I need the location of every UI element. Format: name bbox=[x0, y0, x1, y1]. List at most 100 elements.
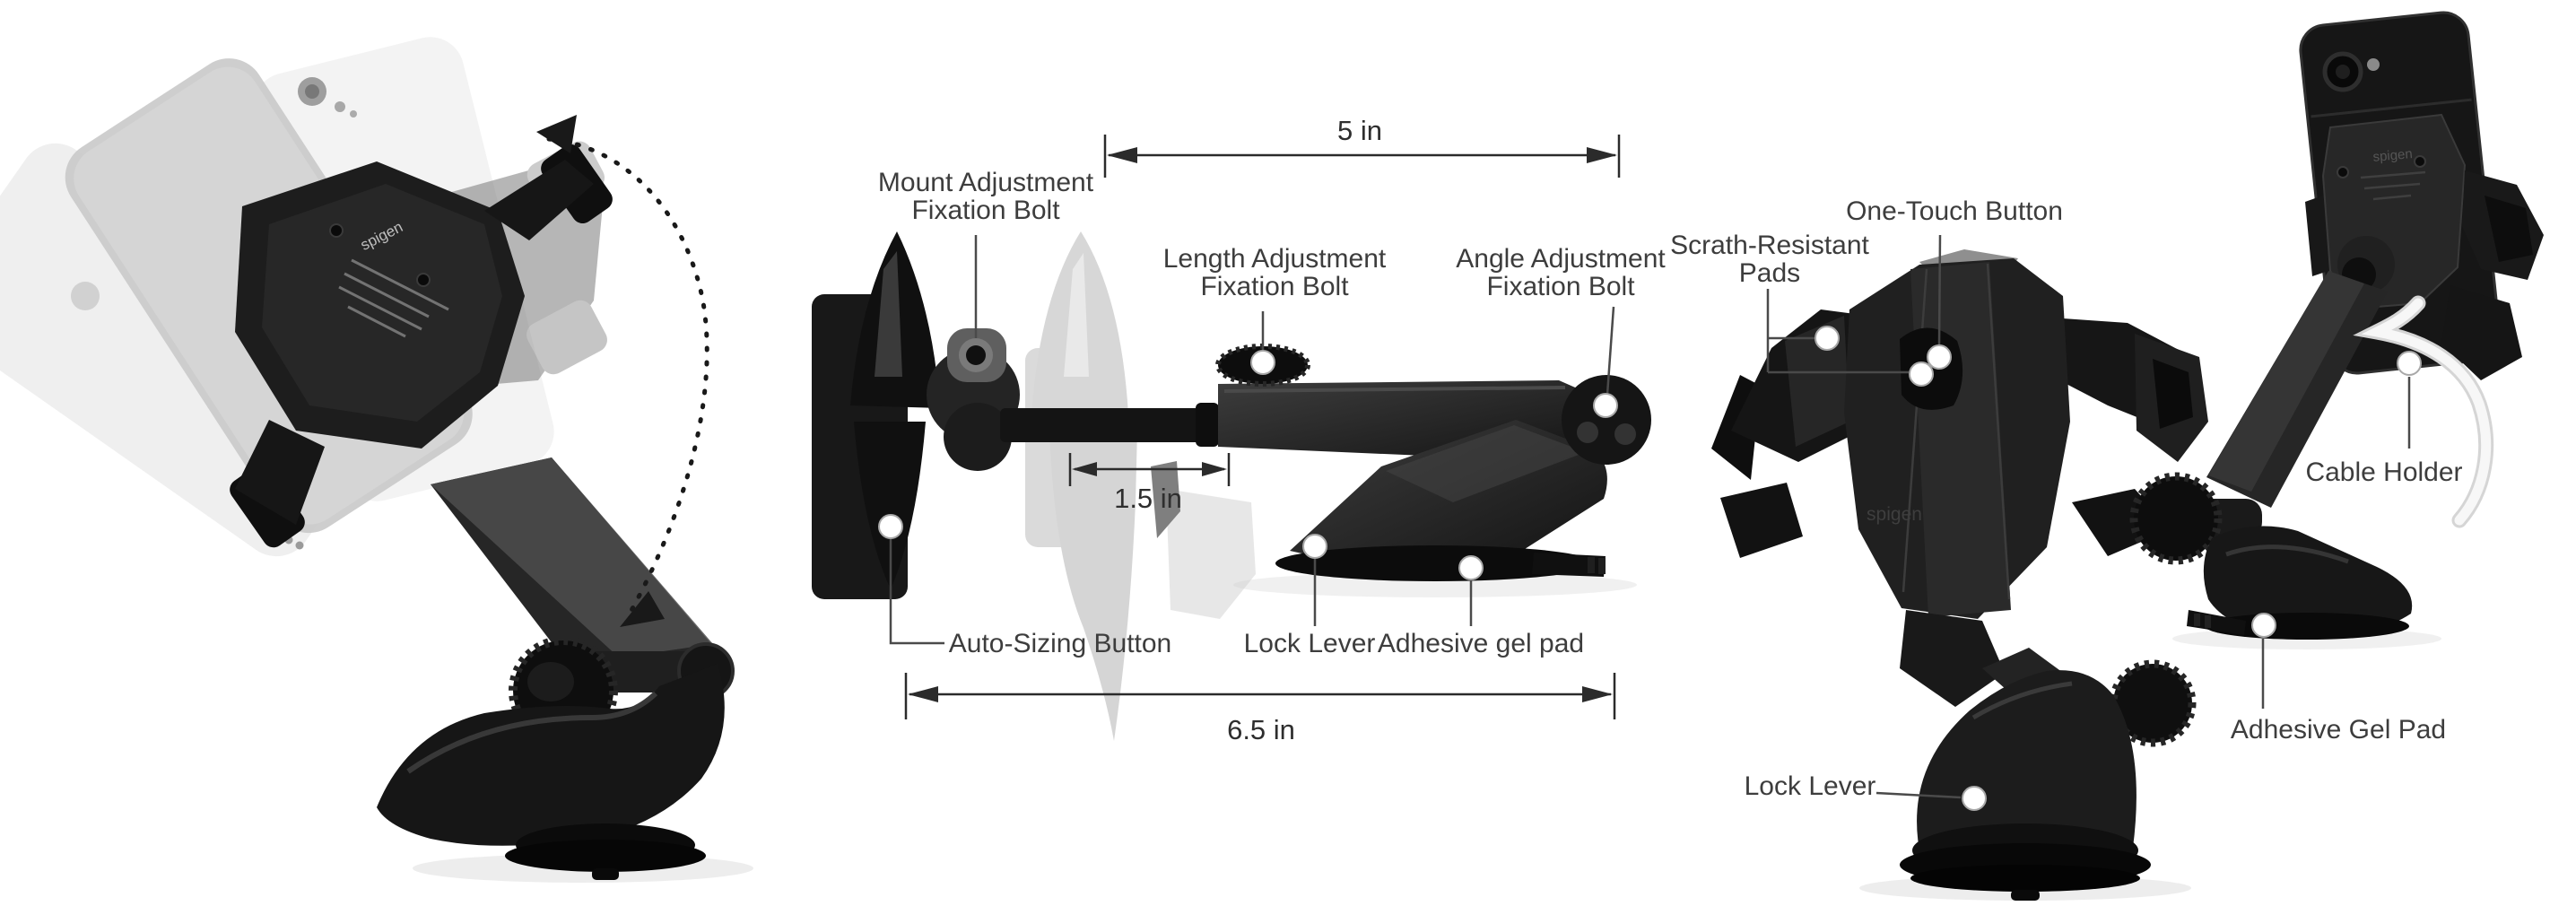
foot-highlight bbox=[2225, 544, 2349, 564]
rod-collar bbox=[1196, 403, 1219, 447]
tab-tooth bbox=[2205, 615, 2211, 628]
rotation-arrow bbox=[536, 115, 709, 627]
leader-lines bbox=[2261, 377, 2411, 709]
regulatory-print-lines bbox=[338, 258, 449, 338]
shadow bbox=[1233, 572, 1637, 597]
antenna-line bbox=[2311, 98, 2472, 118]
camera-lens bbox=[2336, 65, 2350, 79]
gel-pad-tab bbox=[1532, 553, 1606, 577]
lower-wing bbox=[854, 422, 926, 589]
pivot-lobe bbox=[1614, 423, 1636, 445]
mic-dot bbox=[350, 110, 357, 118]
gel-pad-dot bbox=[1458, 555, 1484, 580]
label-angle-adjustment: Angle Adjustment Fixation Bolt bbox=[1456, 245, 1665, 301]
pivot-knob bbox=[2109, 659, 2197, 747]
arm-facet bbox=[2208, 271, 2364, 492]
indicator-dots bbox=[1815, 326, 1987, 811]
label-scratch-resistant-pads: Scrath-Resistant Pads bbox=[1670, 231, 1869, 287]
seam bbox=[1986, 263, 2011, 600]
auto-sizing-dot bbox=[878, 514, 903, 539]
suction-base bbox=[1275, 545, 1595, 581]
lower-grip bbox=[2441, 285, 2522, 380]
one-touch-dot bbox=[1927, 344, 1952, 370]
right-grip-slot bbox=[2153, 359, 2193, 429]
charging-cable bbox=[2353, 295, 2494, 528]
leader-lines bbox=[1766, 234, 1962, 799]
view-back-illustration: spigen bbox=[2129, 11, 2544, 709]
cable-holder-dot bbox=[2397, 351, 2422, 376]
knob-hub bbox=[527, 662, 574, 701]
dimension-lines bbox=[904, 135, 1621, 719]
head-chin bbox=[1900, 610, 2005, 707]
pivot-knob bbox=[2129, 472, 2223, 565]
speaker-dot bbox=[295, 541, 304, 550]
body-facet bbox=[1386, 425, 1586, 502]
cone-highlight bbox=[1971, 681, 2073, 720]
brand-logo: spigen bbox=[1867, 504, 1922, 525]
regulatory-print-lines bbox=[2360, 170, 2426, 201]
base-highlight bbox=[406, 691, 658, 774]
screw bbox=[2414, 155, 2426, 168]
tab-tooth bbox=[2194, 614, 2200, 626]
angle-bolt-dot bbox=[1593, 393, 1618, 418]
base-bottom bbox=[1910, 865, 2140, 892]
label-line: Pads bbox=[1738, 258, 1801, 288]
view-rotation-illustration: spigen bbox=[0, 37, 753, 883]
base-foot bbox=[2203, 526, 2413, 638]
arrowhead-up-icon bbox=[536, 115, 577, 153]
arm-highlight bbox=[1223, 386, 1566, 393]
length-bolt-dot bbox=[1250, 350, 1275, 375]
indicator-dots bbox=[878, 338, 1618, 580]
lock-lever-dot bbox=[1302, 534, 1327, 559]
lower-grip-arm bbox=[235, 420, 325, 525]
pad-dot bbox=[1909, 362, 1934, 387]
left-lower-arm bbox=[1720, 483, 1803, 558]
tab-tooth bbox=[1588, 557, 1595, 573]
label-line: Length Adjustment bbox=[1162, 244, 1387, 274]
label-adhesive-gel-pad-mid: Adhesive gel pad bbox=[1377, 629, 1585, 658]
vent-clip-lever bbox=[1151, 461, 1180, 538]
dimension-5in: 5 in bbox=[1337, 115, 1382, 146]
ghost-clamp-side bbox=[1025, 231, 1256, 741]
dimension-6-5in: 6.5 in bbox=[1227, 714, 1295, 745]
lock-lever-dot bbox=[1962, 786, 1987, 811]
brand-logo: spigen bbox=[2372, 146, 2414, 165]
tab-tooth bbox=[1598, 558, 1606, 574]
label-line: Angle Adjustment bbox=[1456, 244, 1666, 274]
base-nub bbox=[592, 868, 619, 880]
view-dimensions-illustration bbox=[812, 135, 1651, 741]
angle-pivot-knob bbox=[1562, 375, 1651, 465]
flash-icon bbox=[335, 101, 345, 112]
gel-pad-dot bbox=[2251, 613, 2276, 638]
label-line: Scrath-Resistant bbox=[1670, 231, 1869, 260]
gel-pad-tab bbox=[2187, 610, 2246, 635]
view-front-illustration: spigen bbox=[1711, 234, 2208, 901]
screw bbox=[329, 223, 344, 238]
label-lock-lever-front: Lock Lever bbox=[1744, 771, 1876, 801]
label-line: Fixation Bolt bbox=[1486, 272, 1635, 301]
mount-head: spigen bbox=[230, 144, 613, 548]
label-length-adjustment: Length Adjustment Fixation Bolt bbox=[1163, 245, 1387, 301]
arrowhead-down-icon bbox=[620, 591, 665, 627]
label-line: Fixation Bolt bbox=[911, 196, 1060, 225]
seam bbox=[1902, 268, 1928, 593]
screw bbox=[416, 273, 431, 287]
label-one-touch-button: One-Touch Button bbox=[1846, 196, 2063, 226]
label-cable-holder: Cable Holder bbox=[2305, 457, 2463, 487]
label-mount-adjustment: Mount Adjustment Fixation Bolt bbox=[878, 169, 1093, 224]
pivot-lobe bbox=[1577, 422, 1598, 443]
upper-grip-arm bbox=[484, 160, 594, 240]
label-line: Fixation Bolt bbox=[1200, 272, 1349, 301]
mount-adjustment-bolt bbox=[966, 345, 986, 365]
base-nub bbox=[2011, 890, 2040, 901]
screw bbox=[2337, 166, 2349, 179]
label-auto-sizing-button: Auto-Sizing Button bbox=[948, 629, 1172, 658]
ghost-camera-icon bbox=[71, 282, 100, 310]
label-lock-lever-mid: Lock Lever bbox=[1243, 629, 1376, 658]
dimension-arrowheads bbox=[908, 147, 1617, 702]
leader-lines bbox=[889, 235, 1615, 645]
wing-pad bbox=[875, 251, 902, 377]
flash-icon bbox=[2367, 58, 2380, 71]
ball-joint-lower bbox=[944, 403, 1012, 471]
